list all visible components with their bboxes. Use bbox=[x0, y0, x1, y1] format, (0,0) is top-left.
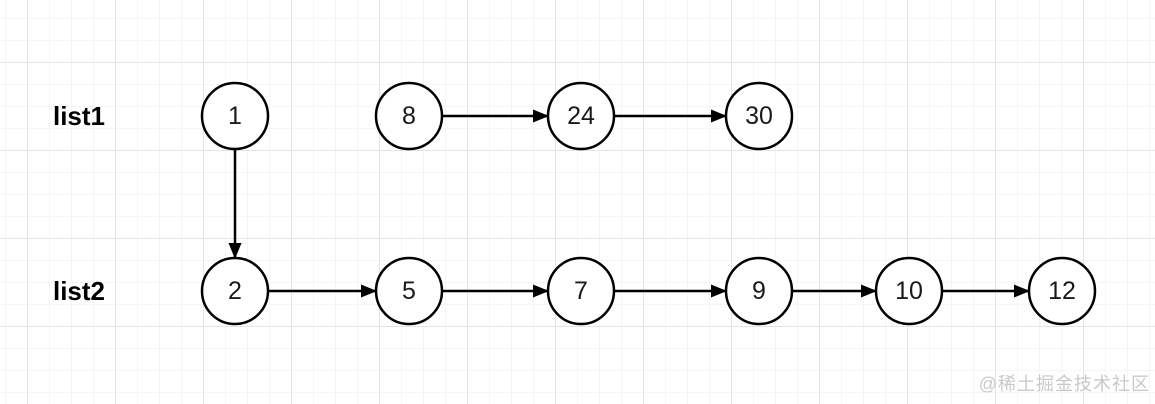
node-list2-12: 12 bbox=[1027, 256, 1097, 326]
node-circle bbox=[724, 81, 794, 151]
node-value: 1 bbox=[228, 102, 242, 130]
node-circle bbox=[546, 81, 616, 151]
node-circle bbox=[200, 256, 270, 326]
node-value: 5 bbox=[402, 277, 416, 305]
node-value: 24 bbox=[567, 102, 595, 130]
node-value: 10 bbox=[895, 277, 923, 305]
node-circle bbox=[724, 256, 794, 326]
node-list1-24: 24 bbox=[546, 81, 616, 151]
node-list2-2: 2 bbox=[200, 256, 270, 326]
node-list2-7: 7 bbox=[546, 256, 616, 326]
node-circle bbox=[874, 256, 944, 326]
node-list1-1: 1 bbox=[200, 81, 270, 151]
node-list2-9: 9 bbox=[724, 256, 794, 326]
list1-nodes: 1 8 24 30 bbox=[200, 81, 794, 151]
watermark: @稀土掘金技术社区 bbox=[978, 374, 1150, 394]
node-value: 2 bbox=[228, 277, 242, 305]
node-circle bbox=[1027, 256, 1097, 326]
node-value: 9 bbox=[752, 277, 766, 305]
edges bbox=[228, 109, 1030, 298]
node-circle bbox=[546, 256, 616, 326]
node-value: 7 bbox=[574, 277, 588, 305]
list2-nodes: 2 5 7 9 10 12 bbox=[200, 256, 1097, 326]
node-value: 12 bbox=[1048, 277, 1076, 305]
list1-label: list1 bbox=[53, 101, 105, 131]
node-list1-8: 8 bbox=[374, 81, 444, 151]
node-circle bbox=[374, 81, 444, 151]
node-circle bbox=[200, 81, 270, 151]
node-list2-5: 5 bbox=[374, 256, 444, 326]
node-circle bbox=[374, 256, 444, 326]
node-list1-30: 30 bbox=[724, 81, 794, 151]
node-value: 8 bbox=[402, 102, 416, 130]
node-list2-10: 10 bbox=[874, 256, 944, 326]
node-value: 30 bbox=[745, 102, 773, 130]
list2-label: list2 bbox=[53, 276, 105, 306]
